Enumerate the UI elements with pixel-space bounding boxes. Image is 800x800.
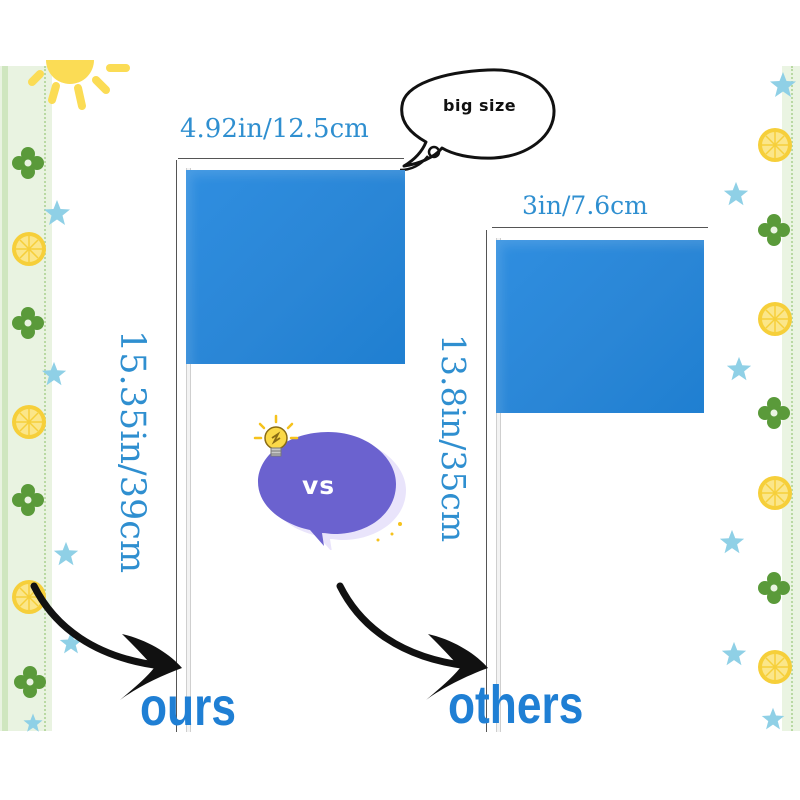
right-dotted-line [791, 66, 793, 731]
flag-pole-others [496, 238, 501, 732]
others-height-label: 13.8in/35cm [434, 334, 473, 543]
clover-icon [12, 484, 44, 516]
star-icon [59, 631, 83, 654]
lemon-slice-icon [758, 650, 792, 684]
flag-ours [186, 170, 405, 364]
ours-height-label: 15.35in/39cm [112, 330, 152, 574]
clover-icon [12, 307, 44, 339]
star-icon [770, 72, 796, 97]
flag-pole-ours [186, 168, 191, 732]
star-icon [719, 529, 745, 554]
ours-label: ours [140, 677, 236, 737]
star-icon [23, 713, 43, 732]
big-size-callout: big size [443, 96, 517, 115]
vs-label: vs [302, 471, 336, 500]
speech-bubble-icon [258, 432, 406, 550]
height-dimension-line-others [486, 230, 487, 732]
lemon-slice-icon [12, 405, 46, 439]
speech-bubble-icon [399, 68, 556, 172]
star-icon [44, 200, 70, 225]
height-dimension-line-ours [176, 160, 177, 732]
star-icon [53, 541, 79, 566]
clover-icon [14, 666, 46, 698]
lemon-slice-icon [758, 128, 792, 162]
star-icon [761, 707, 785, 730]
sun-icon [28, 60, 130, 110]
lemon-slice-icon [758, 476, 792, 510]
lemon-slice-icon [758, 302, 792, 336]
others-width-label: 3in/7.6cm [522, 191, 648, 220]
curved-arrow-icon [30, 582, 182, 700]
clover-icon [12, 147, 44, 179]
clover-icon [758, 214, 790, 246]
width-dimension-line-others [492, 227, 708, 228]
star-icon [726, 356, 752, 381]
star-icon [723, 181, 749, 206]
others-label: others [448, 675, 584, 735]
left-border-stripe [2, 66, 8, 731]
star-icon [41, 361, 67, 386]
star-icon [721, 641, 747, 666]
width-dimension-line-ours [178, 158, 404, 159]
flag-others [496, 240, 704, 413]
ours-width-label: 4.92in/12.5cm [180, 114, 369, 144]
left-dotted-line [44, 66, 46, 731]
lightbulb-icon [253, 414, 299, 457]
lemon-slice-icon [12, 232, 46, 266]
clover-icon [758, 572, 790, 604]
clover-icon [758, 397, 790, 429]
curved-arrow-icon [336, 582, 488, 700]
